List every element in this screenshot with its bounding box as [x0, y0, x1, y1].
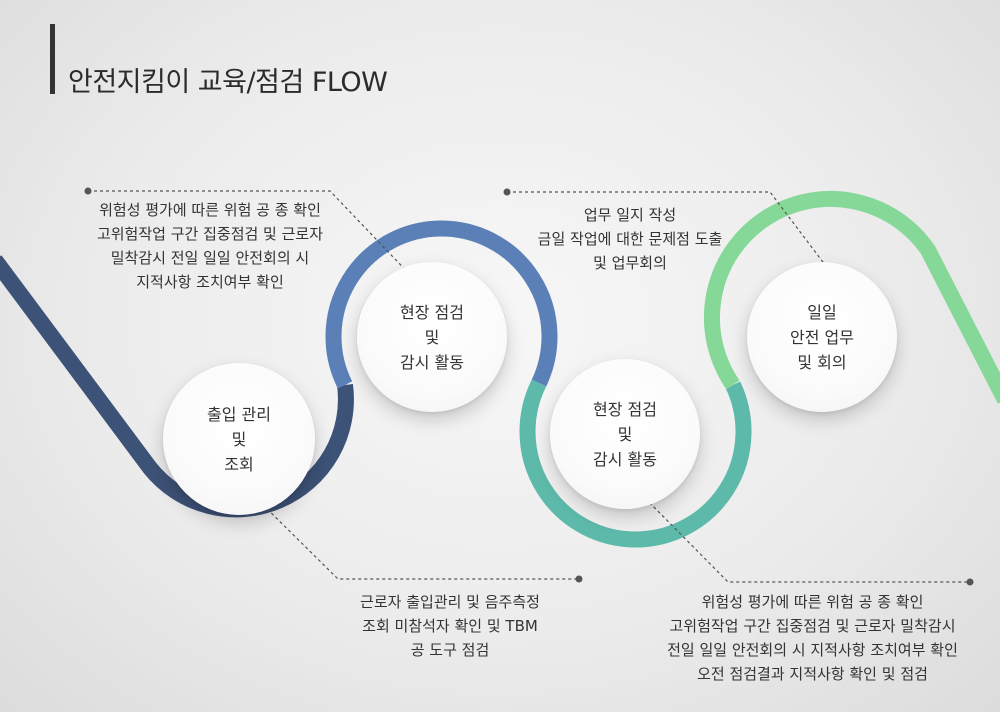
- step-label-line: 및 회의: [797, 352, 847, 372]
- step-circle-4: 일일 안전 업무 및 회의: [747, 262, 897, 412]
- step-circle-1: 출입 관리 및 조회: [163, 363, 315, 515]
- leader-dot: [503, 188, 511, 196]
- step-label-line: 현장 점검: [400, 302, 464, 322]
- note-line: 전일 일일 안전회의 시 지적사항 조치여부 확인: [667, 641, 958, 659]
- leader-dot: [84, 187, 92, 195]
- leader-dot: [966, 578, 974, 586]
- step-label-line: 일일: [807, 302, 837, 322]
- leader-line-step1: [249, 491, 579, 580]
- step-label-line: 조회: [224, 454, 254, 474]
- flow-segment-3: [519, 379, 752, 548]
- note-step2: 위험성 평가에 따른 위험 공 종 확인 고위험작업 구간 집중점검 및 근로자…: [45, 198, 375, 294]
- note-line: 업무 일지 작성: [583, 206, 677, 224]
- note-line: 고위험작업 구간 집중점검 및 근로자 밀착감시: [669, 617, 956, 635]
- step-label-line: 감시 활동: [593, 449, 657, 469]
- step-label-line: 현장 점검: [593, 399, 657, 419]
- leader-line-step2: [88, 190, 418, 283]
- note-line: 위험성 평가에 따른 위험 공 종 확인: [99, 201, 321, 219]
- flow-segment-2: [325, 220, 558, 389]
- note-line: 밀착감시 전일 일일 안전회의 시: [110, 249, 310, 267]
- note-step4: 업무 일지 작성 금일 작업에 대한 문제점 도출 및 업무회의: [490, 203, 770, 275]
- note-line: 조회 미참석자 확인 및 TBM: [362, 617, 538, 635]
- note-line: 지적사항 조치여부 확인: [136, 273, 284, 291]
- step-circle-3: 현장 점검 및 감시 활동: [550, 359, 700, 509]
- note-line: 고위험작업 구간 집중점검 및 근로자: [96, 225, 324, 243]
- note-line: 공 도구 점검: [410, 641, 490, 659]
- leader-dot: [575, 575, 583, 583]
- note-step3: 위험성 평가에 따른 위험 공 종 확인 고위험작업 구간 집중점검 및 근로자…: [630, 590, 995, 686]
- note-line: 금일 작업에 대한 문제점 도출: [537, 230, 723, 248]
- step-label-line: 및: [424, 327, 440, 347]
- step-label-line: 및: [617, 424, 633, 444]
- step-circle-2: 현장 점검 및 감시 활동: [357, 262, 507, 412]
- step-label-line: 출입 관리: [207, 404, 271, 424]
- title-accent-bar: [50, 24, 55, 94]
- note-line: 오전 점검결과 지적사항 확인 및 점검: [697, 665, 928, 683]
- step-label-line: 및: [231, 429, 247, 449]
- leader-line-step3: [640, 493, 970, 583]
- step-label-line: 감시 활동: [400, 352, 464, 372]
- flow-segment-4: [703, 190, 1000, 404]
- leader-line-step4: [507, 191, 839, 283]
- note-line: 위험성 평가에 따른 위험 공 종 확인: [701, 593, 924, 611]
- note-line: 근로자 출입관리 및 음주측정: [360, 593, 540, 611]
- step-label-line: 안전 업무: [790, 327, 854, 347]
- note-step1: 근로자 출입관리 및 음주측정 조회 미참석자 확인 및 TBM 공 도구 점검: [320, 590, 580, 662]
- note-line: 및 업무회의: [593, 254, 667, 272]
- page-title: 안전지킴이 교육/점검 FLOW: [68, 67, 388, 98]
